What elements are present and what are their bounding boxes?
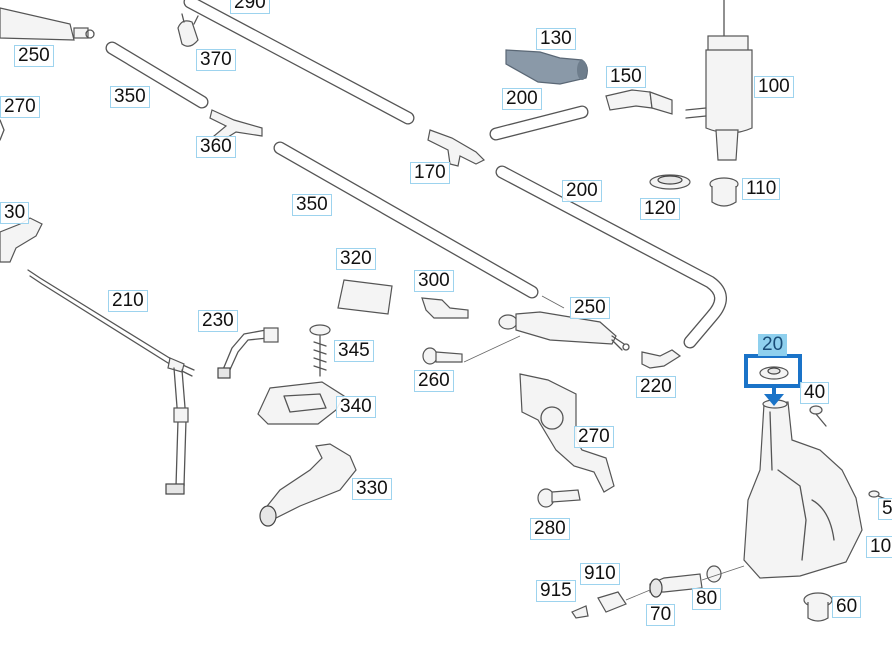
callout-120[interactable]: 120 (640, 198, 680, 220)
callout-70[interactable]: 70 (646, 604, 676, 626)
part-250-nozzle-top (0, 7, 95, 41)
callout-110[interactable]: 110 (742, 178, 781, 200)
callout-270-bracket[interactable]: 270 (574, 426, 614, 448)
callout-340[interactable]: 340 (336, 396, 376, 418)
part-120-grommet (649, 174, 691, 190)
part-40-screw (809, 405, 827, 427)
part-280-bolt (537, 488, 581, 508)
part-20-cap (744, 354, 802, 406)
part-260-bolt (422, 335, 521, 365)
callout-330[interactable]: 330 (352, 478, 392, 500)
callout-260[interactable]: 260 (414, 370, 454, 392)
callout-40[interactable]: 40 (800, 382, 830, 404)
part-330-cylinder (259, 443, 357, 527)
callout-300[interactable]: 300 (414, 270, 454, 292)
part-270-bracket (519, 373, 615, 493)
part-270-left (0, 119, 5, 141)
callout-360[interactable]: 360 (196, 136, 236, 158)
hose-350-lower (273, 141, 539, 299)
callout-250[interactable]: 250 (14, 45, 54, 67)
callout-100[interactable]: 100 (754, 76, 794, 98)
part-100-pump (685, 0, 753, 161)
part-230-hose (217, 327, 279, 379)
part-10-reservoir (743, 399, 863, 579)
part-370-clip (177, 13, 199, 47)
part-60-grommet (803, 592, 833, 622)
part-30-elbow (0, 217, 43, 263)
callout-345[interactable]: 345 (334, 340, 374, 362)
part-220-elbow (641, 349, 682, 369)
callout-30[interactable]: 30 (0, 202, 30, 224)
callout-220[interactable]: 220 (636, 376, 676, 398)
part-345-screw (309, 324, 331, 377)
callout-150[interactable]: 150 (606, 66, 646, 88)
callout-250-center[interactable]: 250 (570, 297, 610, 319)
callout-210[interactable]: 210 (108, 290, 148, 312)
hose-top-long (183, 0, 415, 125)
callout-170[interactable]: 170 (410, 162, 450, 184)
part-320-pad (337, 279, 393, 315)
part-250-nozzle-center (498, 295, 630, 351)
part-340-bracket (257, 381, 345, 425)
callout-350-upper[interactable]: 350 (110, 86, 150, 108)
hose-200-long (495, 165, 727, 349)
callout-290-top[interactable]: 290 (230, 0, 270, 14)
callout-200-upper[interactable]: 200 (502, 88, 542, 110)
callout-350-lower[interactable]: 350 (292, 194, 332, 216)
part-170-t-connector (427, 129, 486, 167)
callout-280[interactable]: 280 (530, 518, 570, 540)
callout-915[interactable]: 915 (536, 580, 576, 602)
callout-230[interactable]: 230 (198, 310, 238, 332)
callout-20-selected[interactable]: 20 (758, 334, 788, 356)
callout-10[interactable]: 10 (866, 536, 892, 558)
callout-370[interactable]: 370 (196, 49, 236, 71)
callout-5[interactable]: 5 (878, 498, 892, 520)
callout-130[interactable]: 130 (536, 28, 576, 50)
callout-60[interactable]: 60 (832, 596, 862, 618)
hose-350-upper (105, 41, 209, 109)
callout-200-lower[interactable]: 200 (562, 180, 602, 202)
part-300-fitting (421, 297, 469, 319)
part-210-line (27, 269, 195, 495)
part-110-seal (709, 177, 739, 207)
part-150-elbow (605, 89, 673, 115)
callout-320[interactable]: 320 (336, 248, 376, 270)
callout-910[interactable]: 910 (580, 563, 620, 585)
callout-270-left[interactable]: 270 (0, 96, 40, 118)
part-910-connector (597, 589, 651, 613)
callout-80[interactable]: 80 (692, 588, 722, 610)
part-130-nozzle (505, 49, 588, 85)
part-70-sensor (649, 565, 745, 598)
hose-200-short (489, 105, 589, 141)
part-915-plug (571, 605, 589, 619)
